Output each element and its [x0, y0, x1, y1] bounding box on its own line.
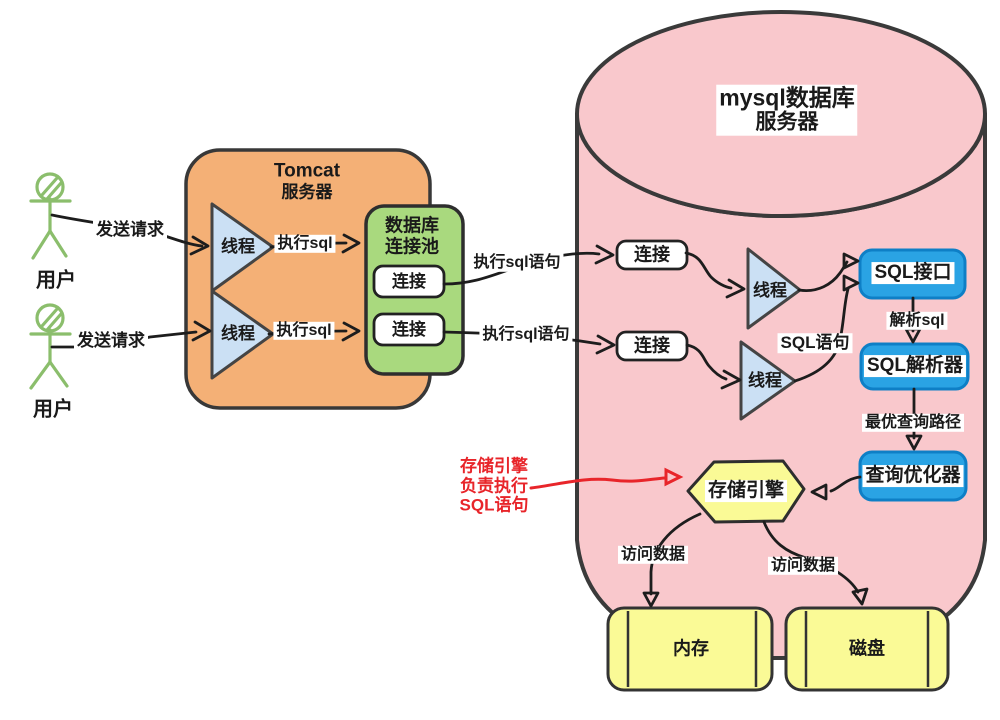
tomcat-title-line2: 服务器	[281, 182, 333, 202]
arrow-optimizer-to-storage-engine	[810, 475, 862, 501]
server-connection-box-1	[615, 239, 689, 271]
pool-connection-box-1	[372, 264, 446, 299]
exec-sql-label-2: 执行sql	[273, 321, 335, 341]
sql-parser-label: SQL解析器	[863, 355, 967, 377]
pool-title-line1: 数据库	[385, 215, 439, 236]
parse-sql-label: 解析sql	[886, 311, 948, 331]
memory-box	[606, 606, 774, 692]
mysql-server-title: mysql数据库 服务器	[716, 84, 858, 136]
sql-statement-label: SQL语句	[777, 333, 853, 353]
annotation-arrow	[529, 467, 684, 490]
user-label-2: 用户	[33, 398, 73, 421]
tomcat-title: Tomcat 服务器	[274, 160, 340, 201]
pool-connection-label-2: 连接	[392, 320, 426, 340]
send-request-label-1: 发送请求	[93, 220, 167, 240]
server-thread-label-1: 线程	[753, 281, 787, 301]
disk-label: 磁盘	[849, 638, 885, 659]
send-request-label-2: 发送请求	[74, 331, 148, 351]
annotation-line1: 存储引擎	[459, 456, 528, 476]
user-figure-2	[29, 303, 72, 390]
access-data-label-1: 访问数据	[617, 545, 689, 565]
disk-box	[784, 606, 950, 692]
annotation-line2: 负责执行	[459, 476, 528, 496]
arrow-storage-engine-to-memory	[642, 512, 702, 608]
arrow-thread1-to-sql-interface	[797, 252, 860, 292]
storage-engine-label: 存储引擎	[704, 480, 788, 502]
annotation-text: 存储引擎 负责执行 SQL语句	[459, 456, 529, 516]
server-thread-triangle-1	[746, 247, 802, 330]
user-label-1: 用户	[36, 269, 76, 292]
pool-title-line2: 连接池	[385, 236, 439, 256]
sql-interface-label: SQL接口	[871, 262, 955, 284]
server-thread-label-2: 线程	[748, 371, 782, 391]
memory-label: 内存	[673, 638, 709, 659]
annotation-line3: SQL语句	[459, 495, 529, 515]
exec-sql-statement-label-2: 执行sql语句	[479, 325, 573, 345]
user-figure-1	[29, 172, 72, 260]
server-connection-label-2: 连接	[634, 335, 670, 356]
query-optimizer-label: 查询优化器	[862, 465, 964, 487]
tomcat-title-line1: Tomcat	[273, 160, 341, 182]
tomcat-thread-label-1: 线程	[221, 237, 255, 257]
exec-sql-label-1: 执行sql	[274, 234, 336, 254]
pool-connection-label-1: 连接	[392, 272, 426, 292]
tomcat-thread-label-2: 线程	[221, 324, 255, 344]
arrow-connection2-to-thread2	[685, 343, 742, 390]
mysql-server-title-line1: mysql数据库	[719, 84, 855, 111]
arrow-connection1-to-thread1	[684, 251, 746, 299]
tomcat-thread-triangle-1	[210, 202, 275, 293]
pool-title: 数据库 连接池	[385, 215, 439, 256]
optimal-query-path-label: 最优查询路径	[861, 413, 965, 433]
mysql-server-title-line2: 服务器	[755, 111, 819, 135]
server-connection-label-1: 连接	[634, 244, 670, 265]
access-data-label-2: 访问数据	[767, 556, 839, 576]
exec-sql-statement-label-1: 执行sql语句	[470, 253, 564, 273]
pool-connection-box-2	[372, 312, 446, 347]
tomcat-thread-triangle-2	[210, 289, 275, 380]
